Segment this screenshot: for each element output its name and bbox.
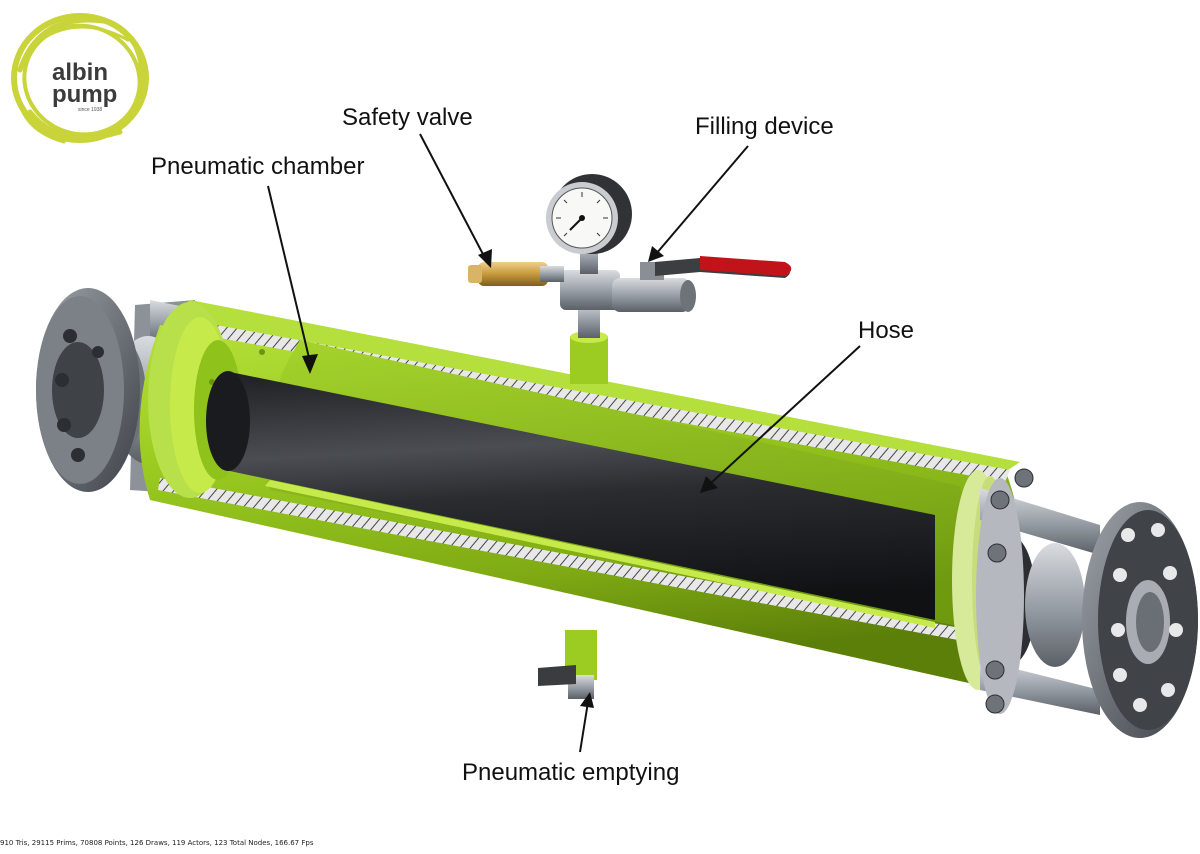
pneumatic-emptying-port	[538, 630, 597, 699]
logo-tagline: since 1938	[78, 107, 102, 113]
pressure-gauge-icon	[546, 174, 632, 274]
label-filling-device: Filling device	[695, 113, 834, 140]
logo-swirl-icon	[11, 13, 149, 144]
filling-device-icon	[612, 256, 792, 312]
arrow-filling-device	[655, 145, 749, 255]
label-safety-valve: Safety valve	[342, 104, 473, 131]
render-stats: 910 Tris, 29115 Prims, 70808 Points, 126…	[0, 839, 314, 847]
arrow-hose	[709, 345, 861, 485]
arrow-pneumatic-chamber	[267, 185, 311, 363]
leader-arrows	[267, 133, 861, 753]
valve-assembly	[468, 174, 792, 384]
right-flange	[976, 468, 1198, 738]
valve-handle	[700, 256, 792, 276]
arrow-pneumatic-emptying	[579, 701, 589, 753]
arrow-safety-valve	[419, 133, 486, 259]
albin-pump-logo: albin pump since 1938	[11, 13, 149, 144]
logo-line2: pump	[52, 81, 117, 108]
label-pneumatic-emptying: Pneumatic emptying	[462, 759, 680, 786]
label-hose: Hose	[858, 317, 915, 344]
safety-valve-icon	[468, 262, 564, 286]
top-port	[570, 336, 608, 384]
label-pneumatic-chamber: Pneumatic chamber	[151, 153, 365, 180]
hose	[206, 371, 935, 628]
logo-line1: albin	[52, 59, 108, 86]
